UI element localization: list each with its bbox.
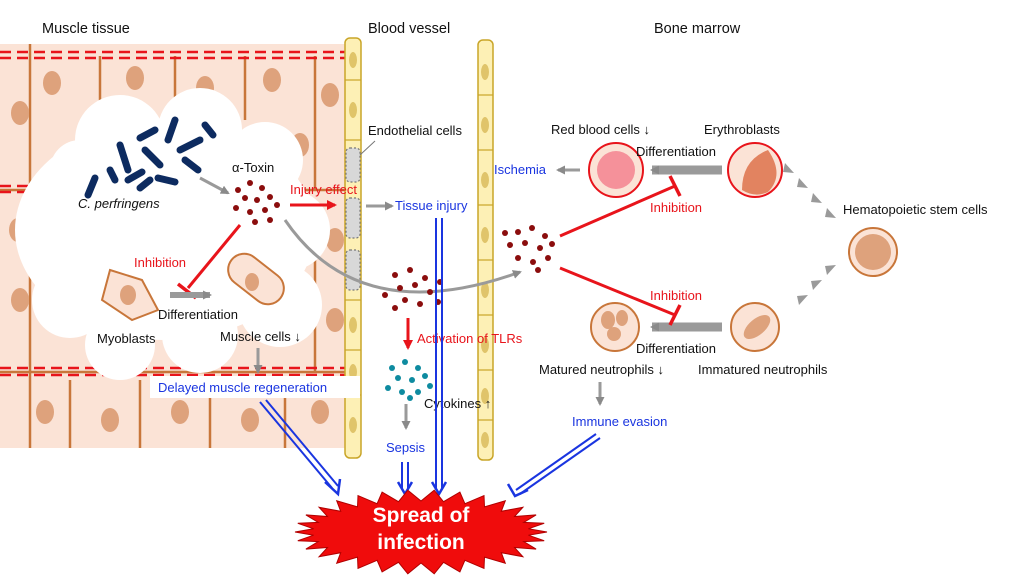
cytokine-dots bbox=[385, 359, 433, 401]
inhibition-myo-label: Inhibition bbox=[134, 255, 186, 270]
muscle-cells-label: Muscle cells ↓ bbox=[220, 329, 301, 344]
header-bone-marrow: Bone marrow bbox=[654, 21, 741, 37]
endothelial-label: Endothelial cells bbox=[368, 123, 462, 138]
activation-label: Activation of TLRs bbox=[417, 331, 523, 346]
cytokines-label: Cytokines ↑ bbox=[424, 396, 491, 411]
sepsis-label: Sepsis bbox=[386, 440, 426, 455]
red-blood-cell bbox=[588, 142, 644, 198]
inhibition-line-rbc bbox=[559, 184, 676, 238]
erythroblast-cell bbox=[727, 142, 783, 198]
hsc-chevrons-upper bbox=[783, 163, 836, 218]
hematopoietic-stem-cell bbox=[848, 227, 898, 277]
toxin-dots-marrow bbox=[502, 225, 555, 273]
myoblasts-label: Myoblasts bbox=[97, 331, 156, 346]
spread-of-infection-burst: Spread of infection bbox=[294, 489, 548, 575]
spread-label-line2: infection bbox=[377, 531, 465, 554]
bacteria-cluster bbox=[84, 116, 217, 199]
erythroblasts-label: Erythroblasts bbox=[704, 122, 780, 137]
immature-neutrophil-cell bbox=[730, 302, 780, 352]
inhibition-line-myo bbox=[186, 224, 242, 289]
differentiation-muscle-label: Differentiation bbox=[158, 307, 238, 322]
delayed-label-bg bbox=[150, 376, 360, 398]
blue-flow-arrows bbox=[259, 218, 601, 495]
spread-label-line1: Spread of bbox=[373, 504, 471, 527]
myoblast-cell bbox=[100, 268, 160, 322]
immatured-neutrophils-label: Immatured neutrophils bbox=[698, 362, 828, 377]
ischemia-label: Ischemia bbox=[494, 162, 547, 177]
tissue-injury-label: Tissue injury bbox=[395, 198, 468, 213]
header-muscle-tissue: Muscle tissue bbox=[42, 21, 130, 37]
immune-evasion-label: Immune evasion bbox=[572, 414, 667, 429]
toxin-label: α-Toxin bbox=[232, 160, 274, 175]
differentiation-neut-label: Differentiation bbox=[636, 341, 716, 356]
inhibition-line-neut bbox=[559, 266, 676, 317]
rbc-label: Red blood cells ↓ bbox=[551, 122, 650, 137]
endothelial-pointer bbox=[359, 140, 376, 156]
arrow-toxin-spread bbox=[283, 219, 522, 294]
vessel-wall-left bbox=[344, 37, 362, 459]
differentiation-rbc-label: Differentiation bbox=[636, 144, 716, 159]
injury-effect-label: Injury effect bbox=[290, 182, 357, 197]
matured-neutrophils-label: Matured neutrophils ↓ bbox=[539, 362, 664, 377]
header-blood-vessel: Blood vessel bbox=[368, 21, 450, 37]
mature-neutrophil-cell bbox=[590, 302, 640, 352]
arrow-bacteria-toxin bbox=[199, 176, 230, 195]
blue-arrowheads bbox=[324, 478, 529, 498]
damaged-endothelial-cells bbox=[345, 147, 361, 291]
bacteria-label: C. perfringens bbox=[78, 196, 160, 211]
inhibition-rbc-label: Inhibition bbox=[650, 200, 702, 215]
toxin-dots-muscle bbox=[233, 180, 280, 225]
hsc-chevrons-lower bbox=[797, 265, 836, 305]
delayed-regeneration-label: Delayed muscle regeneration bbox=[158, 380, 327, 395]
inhibition-bar-rbc bbox=[668, 175, 682, 197]
muscle-cell bbox=[227, 252, 285, 306]
hsc-label: Hematopoietic stem cells bbox=[843, 202, 988, 217]
inhibition-bar-neut bbox=[668, 304, 682, 326]
inhibition-neut-label: Inhibition bbox=[650, 288, 702, 303]
vessel-wall-right bbox=[477, 39, 494, 461]
